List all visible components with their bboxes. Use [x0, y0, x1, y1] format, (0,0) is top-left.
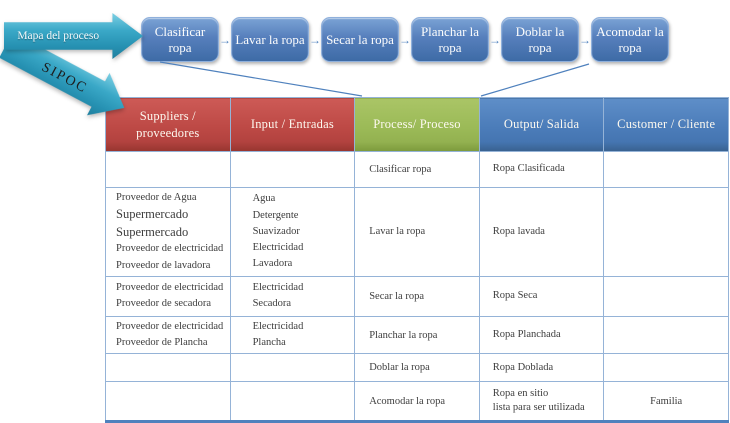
input-item: Plancha [252, 337, 286, 349]
flow-step-2: Lavar la ropa [231, 17, 309, 62]
customer-cell [603, 151, 729, 188]
output-line: Ropa Seca [492, 290, 538, 302]
supplier-item: Proveedor de Agua [116, 192, 197, 203]
flow-arrow-icon: → [309, 32, 321, 47]
inputs-cell [229, 381, 356, 423]
supplier-item: Proveedor de lavadora [116, 259, 211, 271]
output-line: Ropa Planchada [492, 328, 561, 340]
table-row: Doblar la ropa Ropa Doblada [105, 353, 729, 383]
input-item: Suavizador [252, 225, 300, 237]
flow-step-3: Secar la ropa [321, 17, 399, 62]
process-cell: Doblar la ropa [354, 353, 480, 383]
process-map-arrow: Mapa del proceso [4, 13, 143, 59]
output-line: Ropa lavada [492, 225, 545, 237]
process-map-arrow-label: Mapa del proceso [17, 29, 100, 42]
customer-cell [603, 275, 729, 317]
process-flow: Clasificar ropa→Lavar la ropa→Secar la r… [141, 17, 669, 62]
flow-arrow-icon: → [489, 32, 501, 47]
column-header-process: Process/ Proceso [354, 97, 480, 152]
flow-arrow-icon: → [579, 32, 591, 47]
supplier-item: Proveedor de electricidad [116, 320, 224, 332]
flow-arrow-icon: → [399, 32, 411, 47]
customer-cell: Familia [603, 381, 729, 423]
supplier-item: Supermercado [116, 207, 189, 222]
suppliers-cell [105, 381, 231, 423]
input-item: Electricidad [252, 242, 304, 254]
process-cell: Secar la ropa [354, 275, 480, 317]
input-item: Electricidad [252, 320, 304, 332]
column-header-output: Output/ Salida [478, 97, 605, 152]
inputs-cell [229, 151, 356, 188]
process-cell: Lavar la ropa [354, 187, 480, 277]
input-item: Secadora [252, 298, 292, 310]
customer-cell [603, 187, 729, 277]
output-cell: Ropa en sitio lista para ser utilizada [478, 381, 605, 423]
output-cell: Ropa Doblada [478, 353, 605, 383]
process-cell: Planchar la ropa [354, 315, 480, 355]
column-header-customer: Customer / Cliente [603, 97, 729, 152]
column-header-input: Input / Entradas [229, 97, 356, 152]
output-line: lista para ser utilizada [492, 402, 585, 414]
flow-step-6: Acomodar la ropa [591, 17, 669, 62]
output-line: Ropa Clasificada [492, 163, 565, 175]
output-cell: Ropa Seca [478, 275, 605, 317]
output-cell: Ropa Planchada [478, 315, 605, 355]
flow-arrow-icon: → [219, 32, 231, 47]
supplier-item: Proveedor de secadora [116, 298, 212, 310]
flow-step-4: Planchar la ropa [411, 17, 489, 62]
customer-cell [603, 353, 729, 383]
flow-step-1: Clasificar ropa [141, 17, 219, 62]
process-cell: Clasificar ropa [354, 151, 480, 188]
column-header-suppliers: Suppliers / proveedores [105, 97, 231, 152]
output-cell: Ropa lavada [478, 187, 605, 277]
supplier-item: Proveedor de Plancha [116, 337, 208, 349]
right-connector-line [480, 63, 590, 97]
supplier-item: Supermercado [116, 224, 189, 239]
output-line: Ropa en sitio [492, 388, 549, 400]
output-line: Ropa Doblada [492, 361, 554, 373]
supplier-item: Proveedor de electricidad [116, 243, 224, 255]
suppliers-cell [105, 151, 231, 188]
input-item: Agua [252, 193, 276, 205]
input-item: Electricidad [252, 282, 304, 294]
input-item: Detergente [252, 209, 299, 221]
input-item: Lavadora [252, 258, 293, 270]
inputs-cell [229, 353, 356, 383]
table-row: Clasificar ropa Ropa Clasificada [105, 151, 729, 188]
suppliers-cell [105, 353, 231, 383]
supplier-item: Proveedor de electricidad [116, 282, 224, 294]
customer-cell [603, 315, 729, 355]
process-cell: Acomodar la ropa [354, 381, 480, 423]
left-connector-line [159, 61, 363, 97]
table-row: Acomodar la ropa Ropa en sitio lista para … [105, 381, 729, 423]
flow-step-5: Doblar la ropa [501, 17, 579, 62]
output-cell: Ropa Clasificada [478, 151, 605, 188]
